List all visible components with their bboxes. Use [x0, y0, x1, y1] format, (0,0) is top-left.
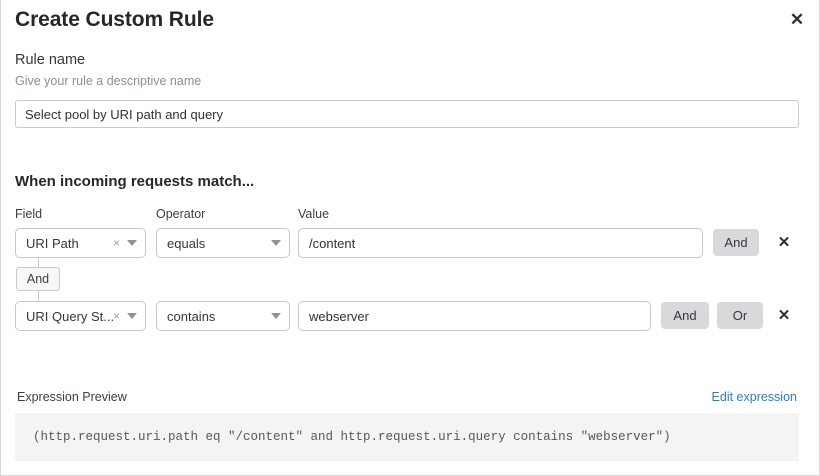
chevron-down-icon[interactable] [127, 313, 137, 319]
value-input-1[interactable] [298, 228, 703, 258]
operator-select-2-value: contains [167, 308, 216, 324]
rule-name-input[interactable] [15, 100, 799, 128]
field-select-2[interactable]: URI Query St... × [15, 301, 146, 331]
clear-icon[interactable]: × [112, 236, 120, 250]
rule-name-hint: Give your rule a descriptive name [15, 74, 202, 88]
field-select-2-value: URI Query St... [26, 308, 113, 324]
column-header-value: Value [298, 207, 330, 221]
clear-icon[interactable]: × [112, 309, 120, 323]
rule-name-label: Rule name [15, 52, 86, 68]
chevron-down-icon[interactable] [271, 313, 281, 319]
delete-condition-button-2[interactable]: ✕ [773, 301, 795, 329]
match-section-heading: When incoming requests match... [15, 173, 255, 190]
group-connector-and-badge[interactable]: And [16, 267, 60, 291]
value-input-2[interactable] [298, 301, 651, 331]
and-button-1[interactable]: And [713, 229, 759, 256]
page-title: Create Custom Rule [15, 8, 214, 31]
chevron-down-icon[interactable] [271, 240, 281, 246]
or-button-2[interactable]: Or [717, 302, 763, 329]
close-icon[interactable]: ✕ [784, 6, 810, 32]
expression-preview-label: Expression Preview [17, 390, 127, 404]
expression-preview-code: (http.request.uri.path eq "/content" and… [15, 413, 799, 461]
connector-line-bottom [38, 291, 39, 302]
operator-select-1[interactable]: equals [156, 228, 290, 258]
field-select-1-value: URI Path [26, 235, 79, 251]
chevron-down-icon[interactable] [127, 240, 137, 246]
delete-condition-button-1[interactable]: ✕ [773, 228, 795, 256]
edit-expression-link[interactable]: Edit expression [711, 390, 797, 404]
field-select-1[interactable]: URI Path × [15, 228, 146, 258]
connector-line-top [38, 258, 39, 267]
column-header-field: Field [15, 207, 43, 221]
operator-select-1-value: equals [167, 235, 206, 251]
operator-select-2[interactable]: contains [156, 301, 290, 331]
and-button-2[interactable]: And [661, 302, 709, 329]
column-header-operator: Operator [156, 207, 206, 221]
